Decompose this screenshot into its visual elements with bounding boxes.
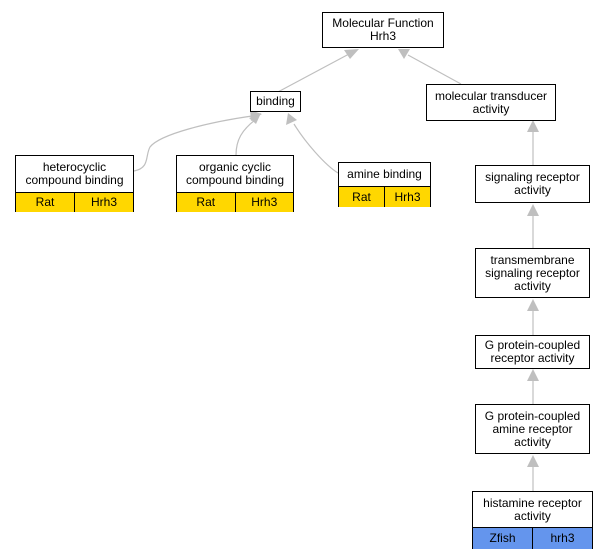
- edge-amine-binding-to-binding: [293, 123, 339, 174]
- node-molecular-function[interactable]: Molecular Function Hrh3: [322, 12, 444, 48]
- gene-tag: Hrh3: [234, 193, 293, 212]
- node-label: histamine receptor activity: [483, 495, 582, 523]
- annotation-row: Zfish hrh3: [473, 527, 592, 549]
- node-label: G protein-coupled amine receptor activit…: [484, 408, 581, 449]
- arrowhead: [527, 455, 539, 467]
- arrowhead: [344, 49, 359, 59]
- node-organic-cyclic-compound-binding[interactable]: organic cyclic compound binding Rat Hrh3: [176, 155, 294, 212]
- arrowhead: [286, 113, 297, 125]
- species-tag: Rat: [339, 187, 384, 207]
- edge-heterocyclic-to-binding: [133, 115, 253, 172]
- arrowhead: [527, 369, 539, 381]
- annotation-row: Rat Hrh3: [339, 186, 430, 207]
- node-transmembrane-signaling-receptor-activity[interactable]: transmembrane signaling receptor activit…: [475, 248, 590, 298]
- node-histamine-receptor-activity[interactable]: histamine receptor activity Zfish hrh3: [472, 491, 593, 549]
- arrowhead: [249, 113, 261, 124]
- node-gpcr-activity[interactable]: G protein-coupled receptor activity: [475, 335, 590, 369]
- edge-binding-to-molecular-function: [275, 53, 350, 94]
- node-heterocyclic-compound-binding[interactable]: heterocyclic compound binding Rat Hrh3: [15, 155, 134, 212]
- node-label: amine binding: [347, 167, 422, 181]
- node-label: binding: [256, 94, 295, 108]
- species-tag: Rat: [16, 193, 74, 212]
- node-label: signaling receptor activity: [485, 170, 580, 197]
- gene-tag: hrh3: [532, 528, 592, 549]
- species-tag: Rat: [177, 193, 235, 212]
- node-gpcr-amine-activity[interactable]: G protein-coupled amine receptor activit…: [475, 404, 590, 454]
- node-signaling-receptor-activity[interactable]: signaling receptor activity: [475, 165, 590, 203]
- species-tag: Zfish: [473, 528, 532, 549]
- node-amine-binding[interactable]: amine binding Rat Hrh3: [338, 162, 431, 207]
- arrowhead: [398, 49, 410, 59]
- arrowhead: [527, 120, 539, 132]
- arrowhead: [527, 204, 539, 216]
- node-binding[interactable]: binding: [250, 91, 301, 112]
- annotation-row: Rat Hrh3: [16, 192, 133, 212]
- edge-transducer-to-molecular-function: [407, 54, 462, 85]
- node-label: transmembrane signaling receptor activit…: [485, 252, 580, 293]
- node-label: organic cyclic compound binding: [185, 160, 285, 187]
- node-label: G protein-coupled receptor activity: [484, 338, 581, 365]
- annotation-row: Rat Hrh3: [177, 192, 293, 212]
- node-label: Molecular Function Hrh3: [332, 16, 434, 43]
- node-molecular-transducer[interactable]: molecular transducer activity: [426, 84, 556, 121]
- gene-tag: Hrh3: [384, 187, 430, 207]
- edge-organic-cyclic-to-binding: [235, 119, 256, 156]
- arrowhead: [527, 299, 539, 311]
- gene-tag: Hrh3: [74, 193, 133, 212]
- node-label: heterocyclic compound binding: [25, 160, 124, 187]
- node-label: molecular transducer activity: [434, 88, 548, 116]
